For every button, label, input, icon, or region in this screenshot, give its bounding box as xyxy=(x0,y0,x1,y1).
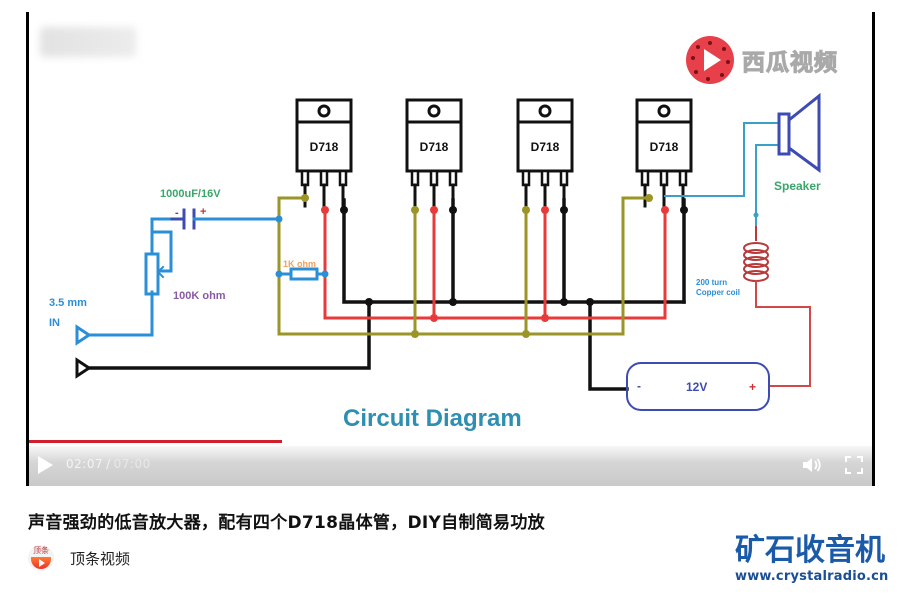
volume-icon xyxy=(803,458,821,472)
diagram-heading: Circuit Diagram xyxy=(343,405,522,432)
transistor-pin xyxy=(678,169,688,187)
battery-minus: - xyxy=(637,379,641,393)
transistor-pin xyxy=(540,169,550,187)
copper-coil xyxy=(743,242,769,282)
avatar-play-icon xyxy=(31,557,51,569)
transistor-pin xyxy=(640,169,650,187)
channel-name[interactable]: 顶条视频 xyxy=(70,549,131,568)
transistor-pin xyxy=(559,169,569,187)
coil-label-1: 200 turn xyxy=(696,278,727,287)
time-display: 02:07/07:00 xyxy=(66,457,151,471)
transistor-pin xyxy=(319,169,329,187)
input-label-1: 3.5 mm xyxy=(49,297,87,309)
transistor-label: D718 xyxy=(420,140,449,154)
transistor-1: D718 xyxy=(295,98,353,212)
wire-blue-input xyxy=(87,290,154,337)
wire-speaker-positive xyxy=(664,122,780,197)
watermark-text: 西瓜视频 xyxy=(742,50,838,77)
video-title[interactable]: 声音强劲的低音放大器，配有四个D718晶体管，DIY自制简易功放 xyxy=(28,513,545,533)
wire-coil-to-battery xyxy=(755,280,811,387)
blurred-channel-logo xyxy=(40,27,136,57)
coil-label-2: Copper coil xyxy=(696,288,740,297)
battery-plus: + xyxy=(749,380,756,394)
battery-12v xyxy=(626,362,770,411)
xigua-logo-icon xyxy=(686,36,734,84)
transistor-label: D718 xyxy=(531,140,560,154)
channel-avatar[interactable]: 顶条 xyxy=(28,545,54,571)
speaker-label: Speaker xyxy=(774,179,821,193)
transistor-hole xyxy=(317,104,331,118)
input-label-2: IN xyxy=(49,317,60,329)
player-controls: 02:07/07:00 xyxy=(29,440,872,486)
play-button[interactable] xyxy=(38,456,53,474)
brand-name: 矿石收音机 xyxy=(735,533,885,568)
transistor-hole xyxy=(427,104,441,118)
transistor-pin xyxy=(410,169,420,187)
brand-url: www.crystalradio.cn xyxy=(735,569,889,584)
transistor-body xyxy=(516,120,574,173)
capacitor-label: 1000uF/16V xyxy=(160,188,221,200)
speaker-cone xyxy=(787,92,821,173)
battery-label: 12V xyxy=(686,380,707,394)
wire-black-input xyxy=(87,300,371,370)
video-player[interactable]: D718 D718 D718 D718 xyxy=(26,12,875,486)
wire-olive-bus xyxy=(277,196,651,336)
progress-fill xyxy=(29,440,282,443)
transistor-2: D718 xyxy=(405,98,463,212)
duration: 07:00 xyxy=(113,457,151,471)
capacitor-minus: - xyxy=(175,207,179,219)
transistor-label: D718 xyxy=(310,140,339,154)
capacitor-plus: + xyxy=(200,206,206,218)
transistor-hole xyxy=(538,104,552,118)
transistor-pin xyxy=(521,169,531,187)
transistor-pin xyxy=(338,169,348,187)
transistor-pin xyxy=(448,169,458,187)
progress-bar[interactable] xyxy=(29,440,872,443)
pot-label: 100K ohm xyxy=(173,290,226,302)
resistor-label: 1K ohm xyxy=(283,259,316,269)
input-jack-signal xyxy=(75,324,92,346)
wire-red-bus xyxy=(323,208,667,320)
resistor-1k xyxy=(289,267,319,281)
volume-button[interactable] xyxy=(801,456,823,474)
channel-info[interactable]: 顶条 顶条视频 xyxy=(28,545,130,571)
transistor-pin xyxy=(300,169,310,187)
wire-black-bus xyxy=(342,198,686,304)
circuit-diagram-frame: D718 D718 D718 D718 xyxy=(49,92,821,432)
fullscreen-icon xyxy=(845,456,863,474)
input-jack-ground xyxy=(75,357,92,379)
transistor-4: D718 xyxy=(635,98,693,212)
transistor-pin xyxy=(659,169,669,187)
current-time: 02:07 xyxy=(66,457,104,471)
potentiometer xyxy=(144,252,160,296)
transistor-label: D718 xyxy=(650,140,679,154)
transistor-hole xyxy=(657,104,671,118)
wire-black-battery xyxy=(588,300,629,391)
avatar-text: 顶条 xyxy=(33,546,49,555)
transistor-3: D718 xyxy=(516,98,574,212)
fullscreen-button[interactable] xyxy=(845,456,863,474)
wire-speaker-negative xyxy=(755,144,780,228)
xigua-watermark: 西瓜视频 xyxy=(686,36,838,84)
site-brand: 矿石收音机 www.crystalradio.cn xyxy=(735,533,889,585)
transistor-pin xyxy=(429,169,439,187)
